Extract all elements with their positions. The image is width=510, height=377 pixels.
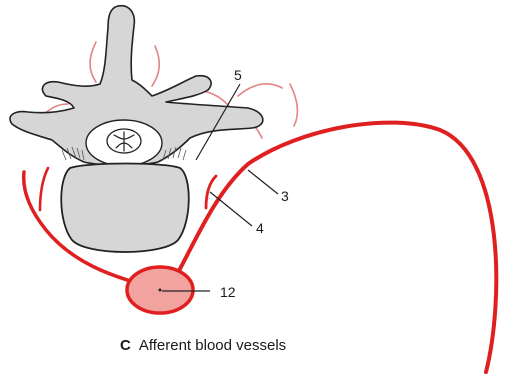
figure-caption: C Afferent blood vessels — [120, 337, 286, 354]
callout-label-5: 5 — [234, 67, 242, 83]
callout-label-12: 12 — [220, 284, 236, 300]
caption-text: Afferent blood vessels — [139, 337, 286, 354]
leader-line-4 — [210, 192, 252, 226]
aorta-center-dot — [159, 289, 162, 292]
segmental-artery-3 — [172, 123, 496, 372]
vertebral-body — [61, 164, 189, 253]
callout-label-3: 3 — [281, 188, 289, 204]
leader-line-3 — [248, 170, 278, 194]
caption-letter: C — [120, 337, 131, 354]
callout-label-4: 4 — [256, 220, 264, 236]
